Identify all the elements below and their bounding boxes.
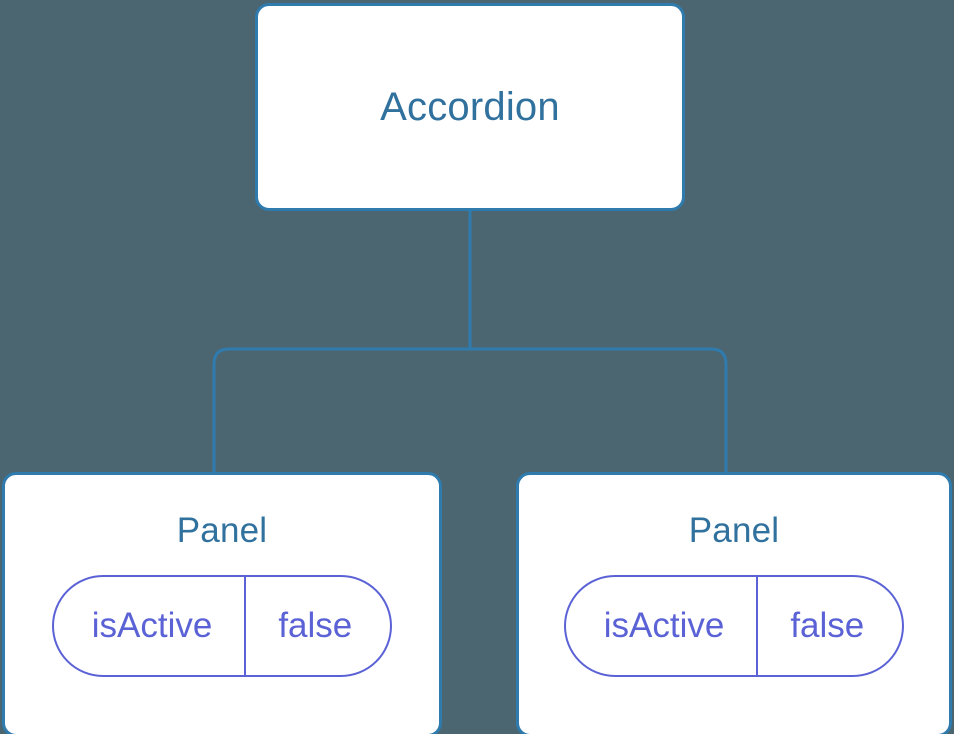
- connector-branch-right: [470, 347, 728, 480]
- prop-pill-isactive-2[interactable]: isActive false: [563, 575, 905, 677]
- prop-pill-isactive-1[interactable]: isActive false: [51, 575, 393, 677]
- prop-key-isactive-2: isActive: [603, 606, 725, 645]
- connector-branch-left: [212, 347, 470, 480]
- prop-key-isactive-1: isActive: [91, 606, 213, 645]
- prop-value-isactive-1: false: [244, 577, 390, 675]
- prop-value-isactive-2: false: [756, 577, 902, 675]
- node-panel-1[interactable]: Panel isActive false: [2, 472, 442, 734]
- node-panel-2[interactable]: Panel isActive false: [516, 472, 952, 734]
- node-panel-1-label: Panel: [176, 511, 268, 550]
- node-accordion[interactable]: Accordion: [255, 3, 685, 211]
- node-accordion-label: Accordion: [380, 85, 560, 129]
- node-panel-2-label: Panel: [688, 511, 780, 550]
